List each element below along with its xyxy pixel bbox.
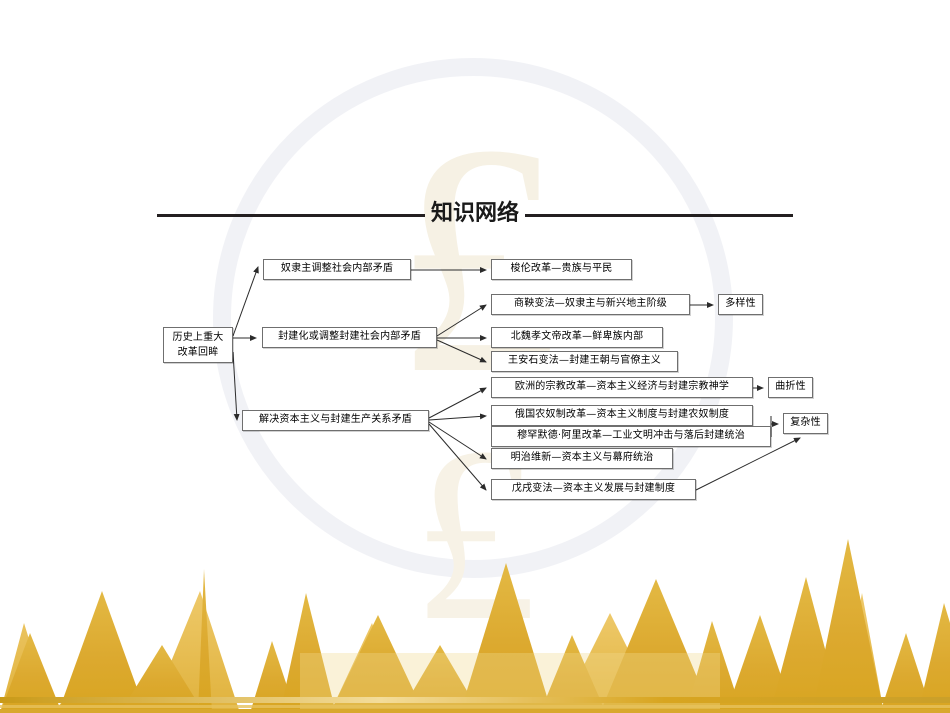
node-trait-3-label: 复杂性 (790, 417, 821, 429)
connector-l2-3-to-l3-6 (428, 413, 487, 421)
node-category-2-label: 封建化或调整封建社会内部矛盾 (278, 331, 421, 343)
node-root-line-1: 历史上重大 (172, 332, 224, 343)
node-trait-2-label: 曲折性 (775, 381, 806, 393)
node-item-8: 明治维新—资本主义与幕府统治 (491, 448, 673, 469)
node-item-7: 穆罕默德·阿里改革—工业文明冲击与落后封建统治 (491, 426, 771, 447)
node-item-3: 北魏孝文帝改革—鲜卑族内部 (491, 327, 663, 348)
node-item-2-label: 商鞅变法—奴隶主与新兴地主阶级 (514, 298, 667, 310)
connector-l3-9-to-l4-3 (695, 437, 801, 491)
node-category-3: 解决资本主义与封建生产关系矛盾 (242, 410, 429, 431)
node-item-2: 商鞅变法—奴隶主与新兴地主阶级 (491, 294, 690, 315)
node-item-9-label: 戊戌变法—资本主义发展与封建制度 (511, 483, 676, 495)
node-item-9: 戊戌变法—资本主义发展与封建制度 (491, 479, 696, 500)
node-category-1-label: 奴隶主调整社会内部矛盾 (280, 263, 394, 275)
connector-l2-2-to-l3-2 (436, 304, 487, 337)
title-rule-right (525, 213, 793, 217)
node-item-4-label: 王安石变法—封建王朝与官僚主义 (508, 355, 661, 367)
title-rule-left (156, 213, 425, 217)
node-category-1: 奴隶主调整社会内部矛盾 (263, 259, 411, 280)
node-item-7-label: 穆罕默德·阿里改革—工业文明冲击与落后封建统治 (517, 430, 745, 442)
node-item-8-label: 明治维新—资本主义与幕府统治 (510, 452, 654, 464)
node-item-5: 欧洲的宗教改革—资本主义经济与封建宗教神学 (491, 377, 753, 398)
node-item-6-label: 俄国农奴制改革—资本主义制度与封建农奴制度 (514, 409, 730, 421)
node-item-6: 俄国农奴制改革—资本主义制度与封建农奴制度 (491, 405, 753, 426)
node-item-1: 梭伦改革—贵族与平民 (491, 259, 632, 280)
connector-l2-2-to-l3-4 (436, 339, 487, 363)
node-trait-2: 曲折性 (768, 377, 813, 398)
node-item-4: 王安石变法—封建王朝与官僚主义 (491, 351, 678, 372)
node-category-2: 封建化或调整封建社会内部矛盾 (262, 327, 437, 348)
node-trait-1-label: 多样性 (725, 298, 756, 310)
connector-l3-6-l3-7-to-l4-3 (770, 416, 778, 437)
node-category-3-label: 解决资本主义与封建生产关系矛盾 (259, 414, 412, 426)
node-trait-3: 复杂性 (783, 413, 828, 434)
node-item-5-label: 欧洲的宗教改革—资本主义经济与封建宗教神学 (514, 381, 730, 393)
page-title: 知识网络 (430, 201, 519, 226)
connector-l2-3-to-l3-5 (428, 387, 487, 419)
node-item-3-label: 北魏孝文帝改革—鲜卑族内部 (510, 331, 644, 343)
connector-root-to-l2-3 (232, 351, 240, 421)
node-item-1-label: 梭伦改革—贵族与平民 (510, 263, 613, 275)
node-root: 历史上重大改革回眸 (163, 327, 233, 363)
connector-root-to-l2-1 (232, 266, 259, 337)
connector-l2-3-to-l3-8 (428, 421, 487, 460)
page-title-row: 知识网络 (0, 192, 950, 238)
node-root-line-2: 改革回眸 (177, 347, 219, 358)
connector-l2-3-to-l3-9 (428, 423, 487, 491)
node-trait-1: 多样性 (718, 294, 763, 315)
